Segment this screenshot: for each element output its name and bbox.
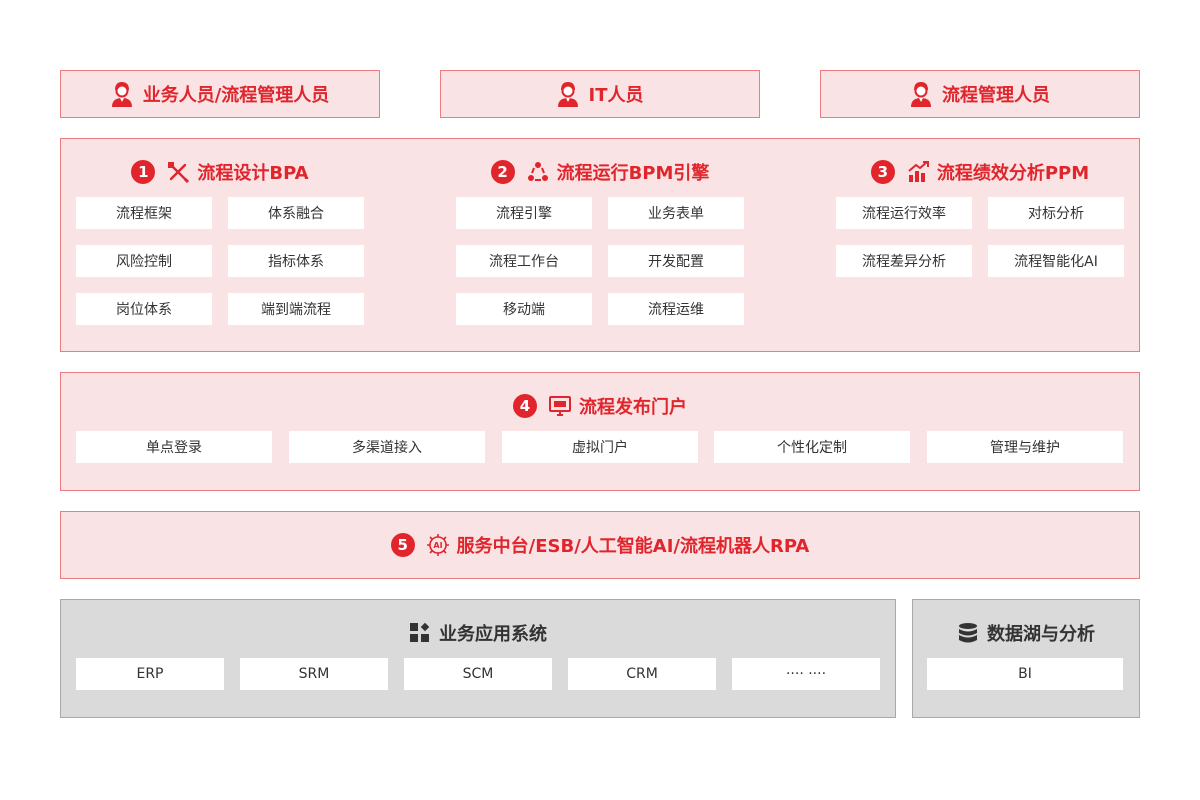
design-title: 1 流程设计BPA xyxy=(76,158,364,186)
business-app-item: SRM xyxy=(240,658,388,690)
design-item: 岗位体系 xyxy=(76,293,212,325)
business-apps-title: 业务应用系统 xyxy=(60,619,896,647)
design-item: 流程框架 xyxy=(76,197,212,229)
portal-item: 多渠道接入 xyxy=(289,431,485,463)
performance-item: 流程运行效率 xyxy=(836,197,972,229)
step-number-badge: 4 xyxy=(513,394,537,418)
design-item: 风险控制 xyxy=(76,245,212,277)
user-icon xyxy=(910,81,932,107)
performance-title-text: 流程绩效分析PPM xyxy=(936,163,1090,184)
step-number-badge: 2 xyxy=(490,160,515,184)
design-item: 体系融合 xyxy=(228,197,364,229)
step-number-badge: 1 xyxy=(131,160,156,184)
role-label: IT人员 xyxy=(588,85,644,106)
user-icon xyxy=(557,81,579,107)
ai-chip-icon: AI xyxy=(426,534,449,556)
role-it-staff: IT人员 xyxy=(440,70,760,118)
business-app-item: ERP xyxy=(76,658,224,690)
runtime-item: 流程运维 xyxy=(608,293,744,325)
role-label: 业务人员/流程管理人员 xyxy=(142,85,330,106)
runtime-item: 流程引擎 xyxy=(456,197,592,229)
runtime-item: 业务表单 xyxy=(608,197,744,229)
portal-title: 4 流程发布门户 xyxy=(60,392,1140,420)
app-grid-icon xyxy=(410,622,430,642)
analytics-chart-icon xyxy=(908,161,929,182)
role-label: 流程管理人员 xyxy=(942,85,1050,106)
user-icon xyxy=(111,81,133,107)
runtime-item: 流程工作台 xyxy=(456,245,592,277)
design-title-text: 流程设计BPA xyxy=(197,163,309,184)
data-lake-title-text: 数据湖与分析 xyxy=(987,624,1095,645)
business-app-item: CRM xyxy=(568,658,716,690)
step-number-badge: 3 xyxy=(870,160,895,184)
portal-item: 单点登录 xyxy=(76,431,272,463)
runtime-title-text: 流程运行BPM引擎 xyxy=(556,163,710,184)
runtime-item: 移动端 xyxy=(456,293,592,325)
monitor-icon xyxy=(549,396,571,416)
role-business-process-managers: 业务人员/流程管理人员 xyxy=(60,70,380,118)
data-lake-title: 数据湖与分析 xyxy=(912,619,1140,647)
portal-title-text: 流程发布门户 xyxy=(579,397,687,418)
service-title: 5 AI 服务中台/ESB/人工智能AI/流程机器人RPA xyxy=(60,531,1140,559)
service-layer-panel xyxy=(60,511,1140,579)
design-item: 端到端流程 xyxy=(228,293,364,325)
performance-item: 对标分析 xyxy=(988,197,1124,229)
business-apps-title-text: 业务应用系统 xyxy=(439,624,547,645)
step-number-badge: 5 xyxy=(390,533,415,557)
design-tools-icon xyxy=(168,162,190,183)
business-app-item: ···· ···· xyxy=(732,658,880,690)
performance-item: 流程智能化AI xyxy=(988,245,1124,277)
design-item: 指标体系 xyxy=(228,245,364,277)
runtime-title: 2 流程运行BPM引擎 xyxy=(456,158,744,186)
workflow-cycle-icon xyxy=(527,162,548,181)
runtime-item: 开发配置 xyxy=(608,245,744,277)
portal-item: 虚拟门户 xyxy=(502,431,698,463)
service-title-text: 服务中台/ESB/人工智能AI/流程机器人RPA xyxy=(456,536,810,557)
portal-item: 管理与维护 xyxy=(927,431,1123,463)
ai-icon-text: AI xyxy=(433,541,442,550)
performance-title: 3 流程绩效分析PPM xyxy=(836,158,1124,186)
data-lake-item: BI xyxy=(927,658,1123,690)
database-icon xyxy=(959,623,977,643)
performance-item: 流程差异分析 xyxy=(836,245,972,277)
portal-item: 个性化定制 xyxy=(714,431,910,463)
business-app-item: SCM xyxy=(404,658,552,690)
role-process-managers: 流程管理人员 xyxy=(820,70,1140,118)
